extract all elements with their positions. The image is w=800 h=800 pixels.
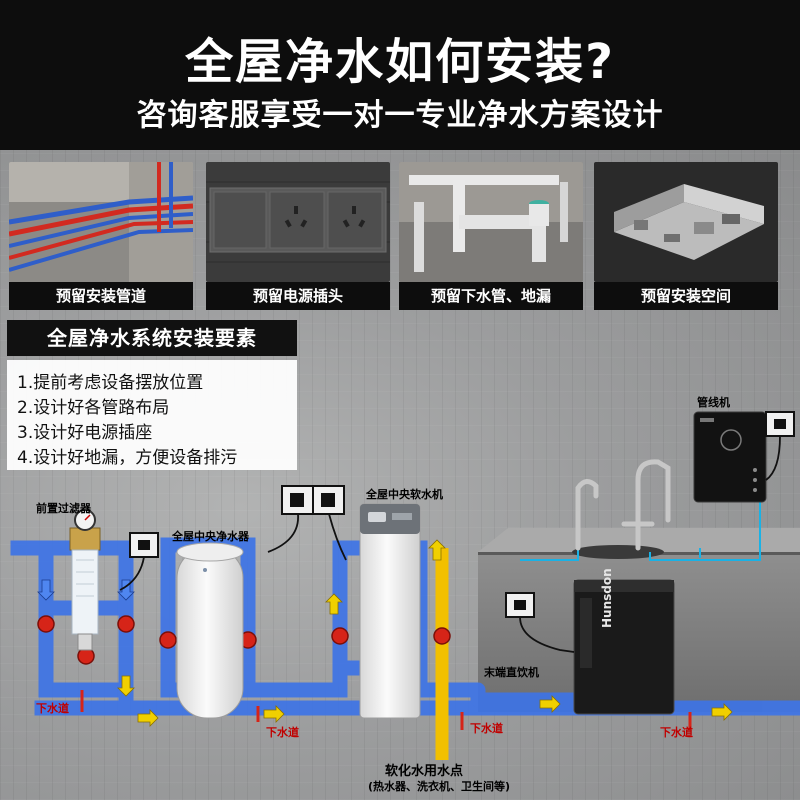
- prep-card-caption: 预留安装管道: [9, 282, 193, 310]
- terminal-dispenser-label: 末端直饮机: [484, 666, 539, 679]
- list-item: 4.设计好地漏，方便设备排污: [17, 448, 238, 468]
- central-softener-label: 全屋中央软水机: [366, 488, 443, 501]
- faucet-icon: [575, 459, 671, 551]
- terminal-dispenser-device: [573, 579, 675, 715]
- prep-card-caption: 预留安装空间: [594, 282, 778, 310]
- central-softener-device: [359, 503, 421, 719]
- page-title: 全屋净水如何安装?: [185, 34, 615, 90]
- elements-heading: 全屋净水系统安装要素: [7, 320, 297, 356]
- list-item: 1.提前考虑设备摆放位置: [17, 373, 204, 393]
- inflow-arrows: [37, 579, 135, 601]
- prefilter-device: [69, 509, 101, 651]
- header-banner: 全屋净水如何安装? 咨询客服享受一对一专业净水方案设计: [0, 0, 800, 150]
- elements-list: 1.提前考虑设备摆放位置 2.设计好各管路布局 3.设计好电源插座 4.设计好地…: [7, 360, 297, 470]
- drain-label: 下水道: [470, 722, 503, 735]
- drain-label: 下水道: [660, 726, 693, 739]
- flow-arrows: [117, 539, 733, 727]
- drain-label: 下水道: [36, 702, 69, 715]
- prep-card-power: 预留电源插头: [206, 162, 390, 310]
- power-socket-photo-icon: [206, 162, 390, 282]
- ball-valves: [37, 615, 451, 695]
- page-subtitle: 咨询客服享受一对一专业净水方案设计: [136, 98, 664, 133]
- pipeline-machine-label: 管线机: [697, 396, 730, 409]
- soft-water-title: 软化水用水点: [385, 764, 464, 779]
- prep-card-space: 预留安装空间: [594, 162, 778, 310]
- pipes-photo-icon: [9, 162, 193, 282]
- wall-sockets: [129, 411, 795, 618]
- prep-card-pipes: 预留安装管道: [9, 162, 193, 310]
- prep-card-caption: 预留电源插头: [206, 282, 390, 310]
- list-item: 2.设计好各管路布局: [17, 398, 170, 418]
- power-cords: [119, 435, 781, 653]
- pipeline-machine-device: [693, 411, 767, 503]
- dispenser-brand-label: Hunsdon: [600, 568, 614, 628]
- prep-card-drain: 预留下水管、地漏: [399, 162, 583, 310]
- central-purifier-device: [176, 542, 244, 719]
- drain-label: 下水道: [266, 726, 299, 739]
- drain-stubs: [80, 690, 692, 730]
- prep-card-caption: 预留下水管、地漏: [399, 282, 583, 310]
- central-purifier-label: 全屋中央净水器: [172, 530, 249, 543]
- soft-water-detail: (热水器、洗衣机、卫生间等): [368, 780, 511, 793]
- list-item: 3.设计好电源插座: [17, 423, 153, 443]
- drain-pipe-photo-icon: [399, 162, 583, 282]
- space-layout-photo-icon: [594, 162, 778, 282]
- prefilter-label: 前置过滤器: [36, 502, 91, 515]
